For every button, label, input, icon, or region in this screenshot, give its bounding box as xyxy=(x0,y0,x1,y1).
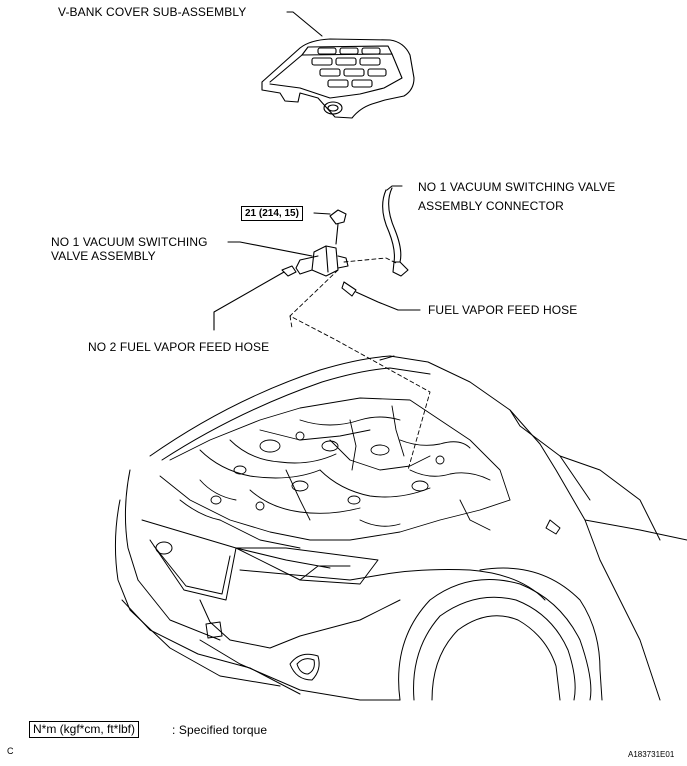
v-bank-cover-drawing xyxy=(261,38,415,119)
legend-torque-unit-box: N*m (kgf*cm, ft*lbf) xyxy=(29,721,140,738)
engine-bay-drawing xyxy=(159,397,511,549)
figure-id: A183731E01 xyxy=(628,750,675,759)
cover-ribs xyxy=(311,47,387,88)
corner-letter: C xyxy=(7,746,14,756)
label-fuel-vapor-feed-hose: FUEL VAPOR FEED HOSE xyxy=(428,303,578,317)
vsv-connector-drawing xyxy=(382,187,409,277)
label-vsv-connector-line1: NO 1 VACUUM SWITCHING VALVE xyxy=(418,180,616,194)
torque-value-box: 21 (214, 15) xyxy=(241,206,303,221)
legend-torque-description: : Specified torque xyxy=(172,723,268,737)
label-vsv-assembly-line2: VALVE ASSEMBLY xyxy=(51,249,156,263)
vsv-assembly-drawing xyxy=(281,209,357,297)
label-v-bank-cover: V-BANK COVER SUB-ASSEMBLY xyxy=(58,5,247,19)
label-vsv-connector-line2: ASSEMBLY CONNECTOR xyxy=(418,199,564,213)
label-vsv-assembly-line1: NO 1 VACUUM SWITCHING xyxy=(51,235,208,249)
car-drawing xyxy=(114,355,687,701)
dashed-guides xyxy=(289,257,431,471)
label-no2-fuel-vapor-feed-hose: NO 2 FUEL VAPOR FEED HOSE xyxy=(88,340,270,354)
